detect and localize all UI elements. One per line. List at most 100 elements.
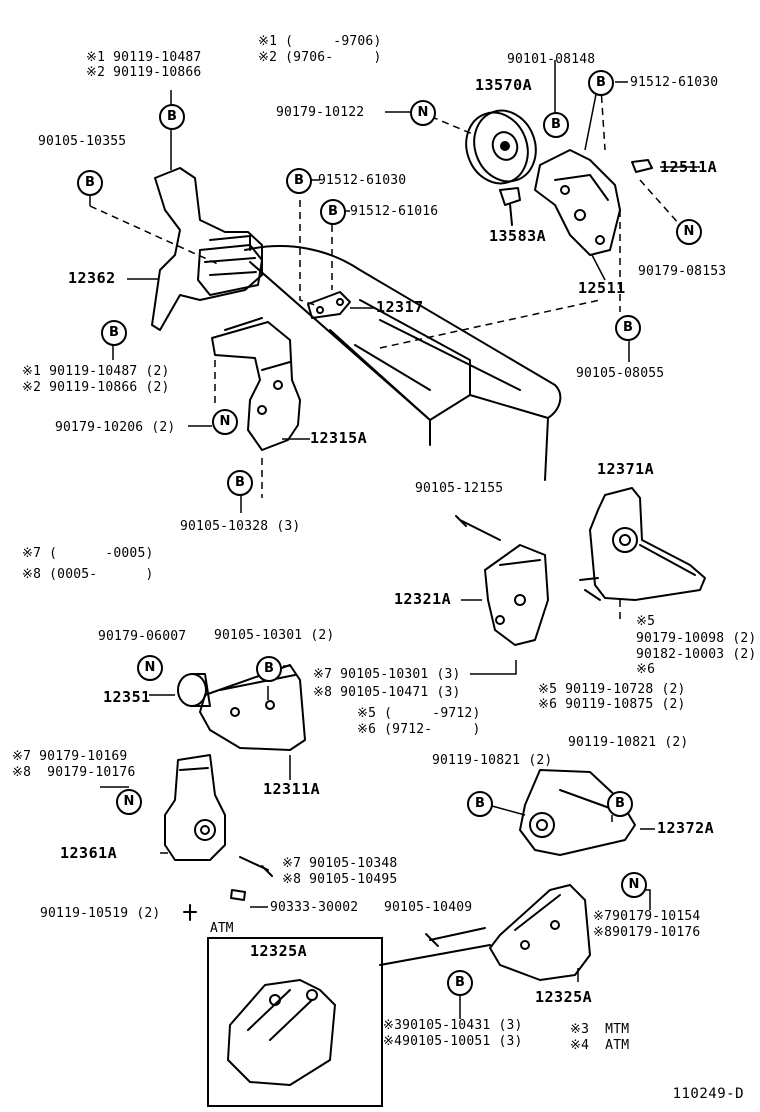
part-label: 90179-10098 (2) <box>636 631 757 646</box>
n-badge: N <box>137 655 163 681</box>
b-badge: B <box>77 170 103 196</box>
part-label: ※2 90119-10866 <box>86 65 202 80</box>
b-badge: B <box>588 70 614 96</box>
part-label: 12362 <box>68 269 116 287</box>
part-label: 12361A <box>60 844 118 862</box>
atm-callout-line <box>379 944 491 966</box>
bracket-12311a <box>199 664 306 751</box>
part-label: 90182-10003 (2) <box>636 647 757 662</box>
part-label: ※6 <box>636 662 656 677</box>
b-badge: B <box>467 791 493 817</box>
part-label: ※390105-10431 (3) <box>383 1018 523 1033</box>
n-badge: N <box>410 100 436 126</box>
note-3: ※3 MTM <box>570 1022 630 1037</box>
note-8: ※8 (0005- ) <box>22 567 154 582</box>
note-4: ※4 ATM <box>570 1038 630 1053</box>
bracket-12321a <box>484 544 549 646</box>
bracket-12325a <box>489 884 591 981</box>
part-label: ※5 90119-10728 (2) <box>538 682 686 697</box>
atm-label: ATM <box>210 921 234 936</box>
part-label: ※8 90105-10471 (3) <box>313 685 461 700</box>
part-label: ※6 90119-10875 (2) <box>538 697 686 712</box>
bolt-12511a <box>631 159 653 173</box>
bolt-90105-12155 <box>455 515 501 541</box>
part-label: 90105-10328 (3) <box>180 519 301 534</box>
note-1: ※1 ( -9706) <box>258 34 382 49</box>
part-label: ※7 90179-10169 <box>12 749 128 764</box>
part-label: ※1 90119-10487 (2) <box>22 364 170 379</box>
part-label: 12351 <box>103 688 151 706</box>
part-label: ※7 90105-10301 (3) <box>313 667 461 682</box>
part-label: 90105-10301 (2) <box>214 628 335 643</box>
washer-90333-30002 <box>230 889 246 901</box>
part-label: 91512-61030 <box>318 173 407 188</box>
part-label: 12325A <box>535 988 593 1006</box>
engine-mount-12361a <box>164 754 226 861</box>
part-label: 12321A <box>394 590 452 608</box>
note-2: ※2 (9706- ) <box>258 50 382 65</box>
atm-inset-box <box>207 937 383 1107</box>
part-label: 90119-10821 (2) <box>432 753 553 768</box>
part-label: 12311A <box>263 780 321 798</box>
part-label: ※7 90105-10348 <box>282 856 398 871</box>
b-badge: B <box>101 320 127 346</box>
n-badge: N <box>212 409 238 435</box>
part-label: 90105-10355 <box>38 134 127 149</box>
part-label: 90119-10821 (2) <box>568 735 689 750</box>
part-label: 91512-61016 <box>350 204 439 219</box>
engine-mount-12371a <box>579 487 706 601</box>
part-label: 90105-12155 <box>415 481 504 496</box>
b-badge: B <box>256 656 282 682</box>
part-label: ※5 <box>636 614 656 629</box>
part-label: 90105-10409 <box>384 900 473 915</box>
part-label: 90333-30002 <box>270 900 359 915</box>
bolt-90105-10348 <box>239 856 273 877</box>
part-label: 90179-10206 (2) <box>55 420 176 435</box>
part-label: ※790179-10154 <box>593 909 701 924</box>
bracket-12315a <box>211 317 301 451</box>
n-badge: N <box>676 219 702 245</box>
part-label: 12325A <box>250 942 308 960</box>
b-badge: B <box>286 168 312 194</box>
part-label: ※8 90179-10176 <box>12 765 136 780</box>
b-badge: B <box>607 791 633 817</box>
part-label: 90119-10519 (2) <box>40 906 161 921</box>
part-label: 12372A <box>657 819 715 837</box>
bracket-12317 <box>307 291 351 319</box>
bolt-90105-10409 <box>425 927 486 947</box>
engine-mount-12372a <box>519 769 636 856</box>
b-badge: B <box>320 199 346 225</box>
part-label: 90179-10122 <box>276 105 365 120</box>
bolt-90119-10519 <box>183 904 197 921</box>
engine-block-illustration <box>244 245 562 481</box>
part-label: ※2 90119-10866 (2) <box>22 380 170 395</box>
b-badge: B <box>615 315 641 341</box>
n-badge: N <box>621 872 647 898</box>
part-label: 12371A <box>597 460 655 478</box>
diagram-code: 110249-D <box>672 1086 744 1102</box>
part-label: 12317 <box>376 298 424 316</box>
note-7: ※7 ( -0005) <box>22 546 154 561</box>
part-label: 90105-08055 <box>576 366 665 381</box>
note-6: ※6 (9712- ) <box>357 722 481 737</box>
part-label: 13583A <box>489 227 547 245</box>
part-label: 12511 <box>578 279 626 297</box>
stopper-12351 <box>177 673 211 707</box>
b-badge: B <box>447 970 473 996</box>
part-label: 12315A <box>310 429 368 447</box>
part-label: 91512-61030 <box>630 75 719 90</box>
part-label: ※890179-10176 <box>593 925 701 940</box>
part-label: ※8 90105-10495 <box>282 872 398 887</box>
n-badge: N <box>116 789 142 815</box>
part-label: ※1 90119-10487 <box>86 50 202 65</box>
atm-bracket-12325a <box>227 979 336 1086</box>
part-label: 12511A <box>660 158 718 176</box>
part-label: 90101-08148 <box>507 52 596 67</box>
b-badge: B <box>227 470 253 496</box>
bracket-12511 <box>534 149 621 256</box>
part-label: 13570A <box>475 76 533 94</box>
bolt-13583a <box>499 187 521 226</box>
b-badge: B <box>159 104 185 130</box>
